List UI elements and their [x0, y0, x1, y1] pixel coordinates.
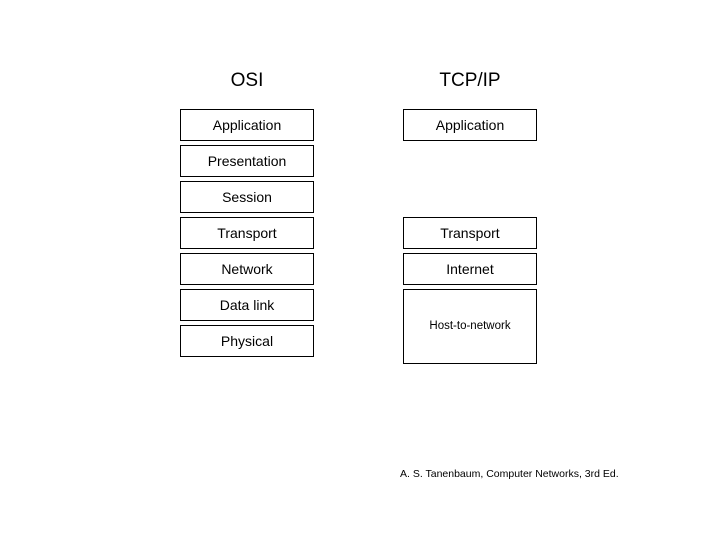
osi-layer-physical-label: Physical [220, 332, 274, 349]
osi-layer-data-link: Data link [180, 289, 314, 321]
column-heading-tcpip: TCP/IP [439, 70, 501, 91]
osi-layer-application-label: Application [212, 116, 282, 133]
attribution-text: A. S. Tanenbaum, Computer Networks, 3rd … [400, 468, 619, 480]
tcpip-layer-internet-label: Internet [446, 260, 494, 277]
osi-layer-physical: Physical [180, 325, 314, 357]
osi-layer-data-link-label: Data link [219, 296, 275, 313]
tcpip-stack-spacer [403, 145, 537, 217]
tcpip-layer-internet: Internet [403, 253, 537, 285]
tcpip-layer-transport-label: Transport [440, 224, 500, 241]
osi-layer-network: Network [180, 253, 314, 285]
osi-layer-transport: Transport [180, 217, 314, 249]
tcpip-layer-transport: Transport [403, 217, 537, 249]
osi-layer-session: Session [180, 181, 314, 213]
tcpip-layer-application: Application [403, 109, 537, 141]
column-heading-osi: OSI [230, 70, 264, 91]
osi-layer-presentation-label: Presentation [207, 152, 287, 169]
tcpip-layer-application-label: Application [435, 116, 505, 133]
tcpip-layer-host-to-network-label: Host-to-network [429, 320, 511, 332]
osi-layer-network-label: Network [221, 260, 273, 277]
tcpip-layer-host-to-network: Host-to-network [403, 289, 537, 364]
osi-layer-stack: Application Presentation Session Transpo… [180, 109, 314, 361]
osi-layer-session-label: Session [222, 188, 272, 205]
tcpip-layer-stack: Application Transport Internet Host-to-n… [403, 109, 537, 364]
osi-layer-presentation: Presentation [180, 145, 314, 177]
osi-layer-application: Application [180, 109, 314, 141]
osi-layer-transport-label: Transport [217, 224, 277, 241]
